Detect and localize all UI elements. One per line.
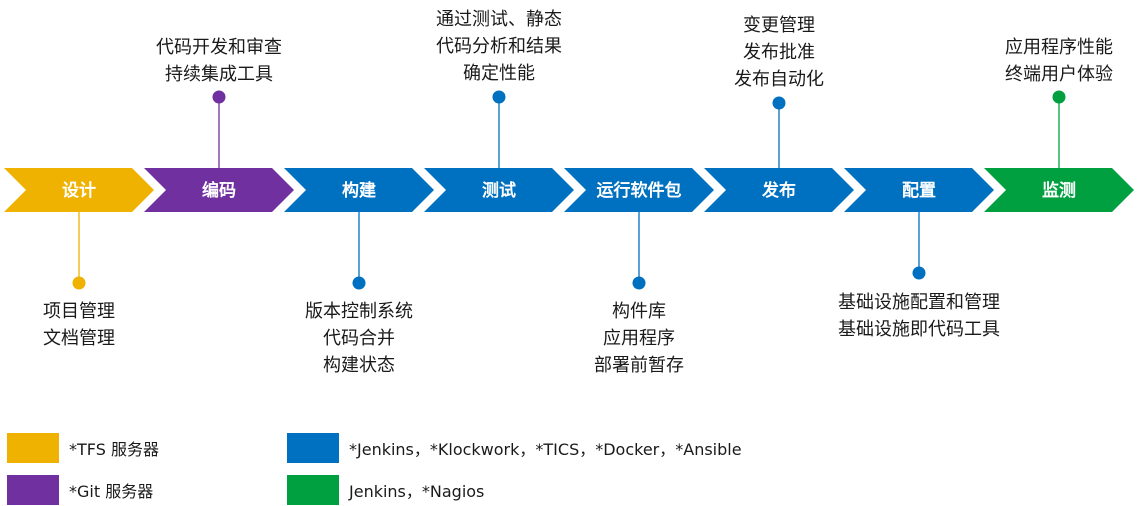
stage-chevron <box>564 168 714 212</box>
annotation-line: 发布自动化 <box>734 69 824 90</box>
stage-label: 构建 <box>342 180 376 201</box>
annotation-line: 确定性能 <box>463 63 535 84</box>
annotation-line: 基础设施配置和管理 <box>838 292 1000 313</box>
connector-dot <box>912 266 926 280</box>
stage-label: 设计 <box>62 180 96 201</box>
stage-label: 发布 <box>761 180 796 201</box>
stage-chevron <box>284 168 434 212</box>
annotation-line: 构件库 <box>612 301 666 322</box>
annotation-line: 发布批准 <box>743 42 815 63</box>
legend-text: Jenkins，*Nagios <box>349 482 485 501</box>
connector-dot <box>352 276 366 290</box>
annotation-line: 项目管理 <box>43 301 115 322</box>
legend-item-nagios: Jenkins，*Nagios <box>287 475 484 505</box>
legend-text: *Git 服务器 <box>69 482 154 501</box>
annotation-line: 代码分析和结果 <box>436 36 562 57</box>
connector-dot <box>632 276 646 290</box>
annotation-line: 通过测试、静态 <box>436 9 562 30</box>
annotation-release: 变更管理 发布批准 发布自动化 <box>734 12 824 93</box>
annotation-line: 文档管理 <box>43 328 115 349</box>
annotation-line: 版本控制系统 <box>305 301 413 322</box>
annotation-monitoring: 应用程序性能 终端用户体验 <box>1005 34 1113 88</box>
stage-chevron <box>704 168 854 212</box>
annotation-coding: 代码开发和审查 持续集成工具 <box>156 34 282 88</box>
annotation-line: 代码合并 <box>323 328 395 349</box>
legend-swatch <box>287 475 339 505</box>
stage-label: 配置 <box>902 181 936 201</box>
legend-swatch <box>7 475 59 505</box>
annotation-build: 版本控制系统 代码合并 构建状态 <box>305 298 413 379</box>
connector-dot <box>72 276 86 290</box>
annotation-configure: 基础设施配置和管理 基础设施即代码工具 <box>838 289 1000 343</box>
annotation-line: 终端用户体验 <box>1005 64 1113 85</box>
stage-label: 监测 <box>1042 180 1076 201</box>
connector-dot <box>772 96 786 110</box>
annotation-line: 变更管理 <box>743 15 815 36</box>
legend-item-jenkins-tools: *Jenkins，*Klockwork，*TICS，*Docker，*Ansib… <box>287 433 742 463</box>
stage-label: 运行软件包 <box>597 180 682 201</box>
annotation-line: 部署前暂存 <box>594 355 684 376</box>
legend-item-git: *Git 服务器 <box>7 475 153 505</box>
annotation-design: 项目管理 文档管理 <box>43 298 115 352</box>
stage-chevron <box>424 168 574 212</box>
legend-swatch <box>7 433 59 463</box>
connector-dot <box>1052 90 1066 104</box>
stage-label: 测试 <box>482 180 516 201</box>
annotation-line: 基础设施即代码工具 <box>838 319 1000 340</box>
legend-swatch <box>287 433 339 463</box>
stage-label: 编码 <box>202 180 236 201</box>
annotation-line: 构建状态 <box>323 355 395 376</box>
legend-text: *TFS 服务器 <box>69 440 159 459</box>
annotation-line: 应用程序性能 <box>1005 37 1113 58</box>
annotation-package: 构件库 应用程序 部署前暂存 <box>594 298 684 379</box>
annotation-line: 代码开发和审查 <box>156 37 282 58</box>
legend-item-tfs: *TFS 服务器 <box>7 433 159 463</box>
stage-chevron <box>4 168 154 212</box>
annotation-testing: 通过测试、静态 代码分析和结果 确定性能 <box>436 6 562 87</box>
annotation-line: 持续集成工具 <box>165 64 273 85</box>
stage-chevron <box>144 168 294 212</box>
annotation-line: 应用程序 <box>603 328 675 349</box>
stage-chevron <box>984 168 1134 212</box>
stage-chevron <box>844 168 994 212</box>
connector-dot <box>212 90 226 104</box>
legend-text: *Jenkins，*Klockwork，*TICS，*Docker，*Ansib… <box>349 440 742 459</box>
connector-dot <box>492 90 506 104</box>
